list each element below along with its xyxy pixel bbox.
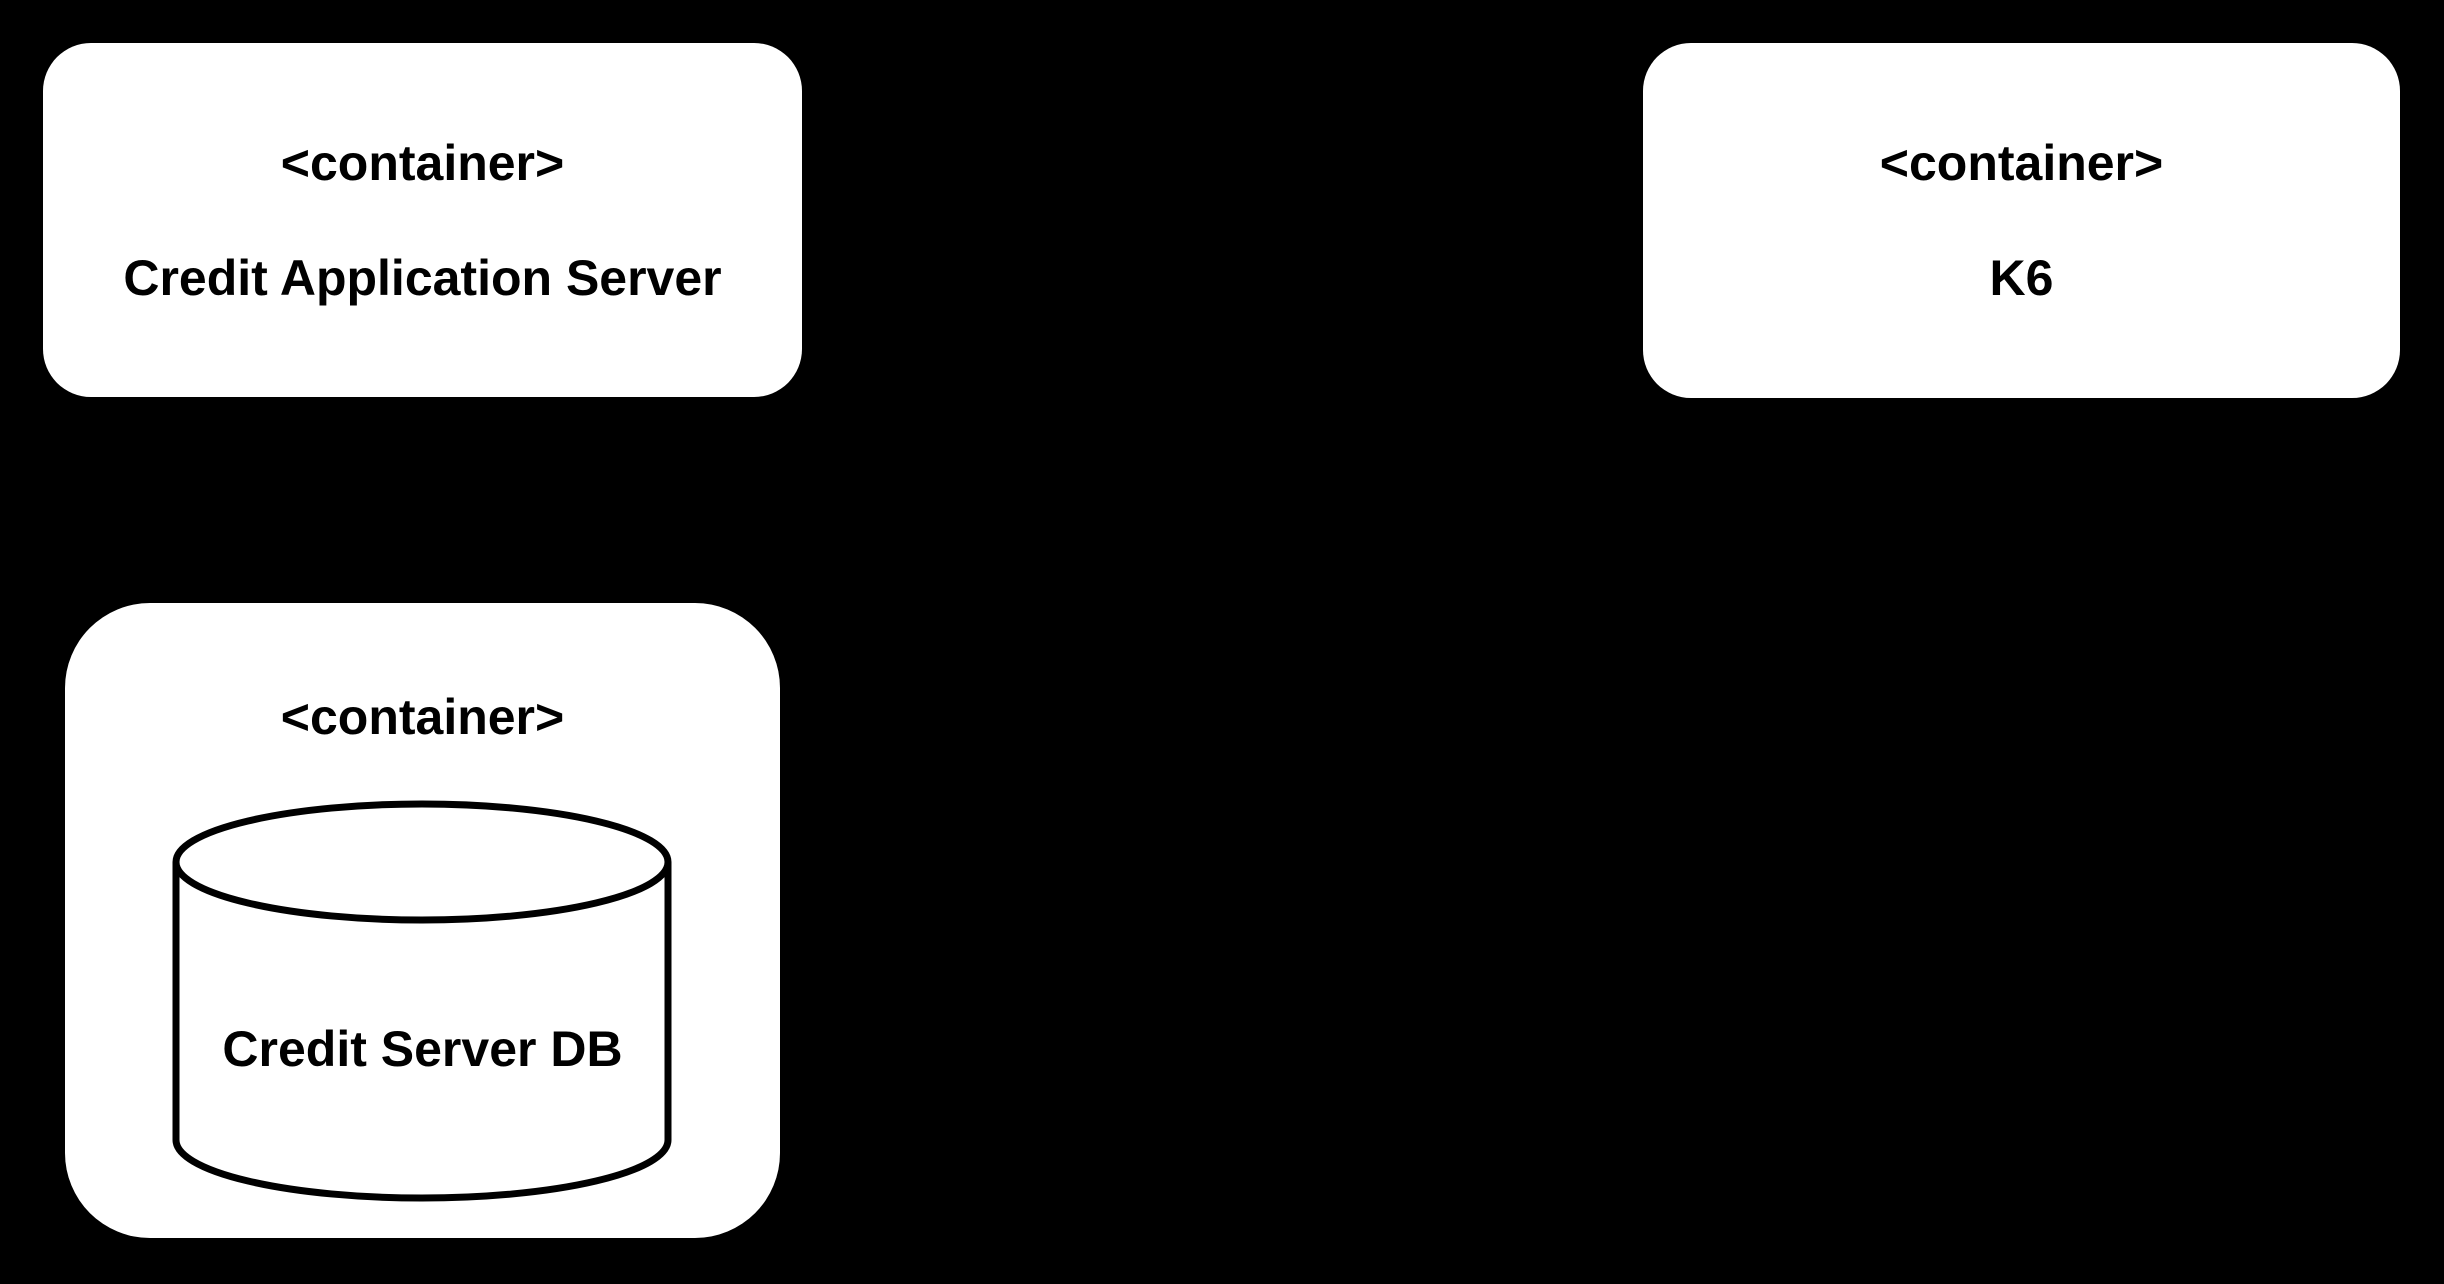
node-label: K6 bbox=[1989, 250, 2054, 306]
node-stereotype: <container> bbox=[1879, 135, 2164, 191]
node-credit-server-db[interactable]: <container> Credit Server DB bbox=[65, 603, 780, 1238]
node-label: Credit Application Server bbox=[123, 249, 722, 306]
node-k6[interactable]: <container> K6 bbox=[1643, 43, 2400, 398]
database-cylinder-icon bbox=[172, 800, 672, 1202]
node-stereotype: <container> bbox=[280, 134, 565, 191]
node-label: Credit Server DB bbox=[222, 1021, 623, 1077]
node-stereotype: <container> bbox=[280, 689, 565, 745]
node-credit-application-server[interactable]: <container> Credit Application Server bbox=[43, 43, 802, 397]
